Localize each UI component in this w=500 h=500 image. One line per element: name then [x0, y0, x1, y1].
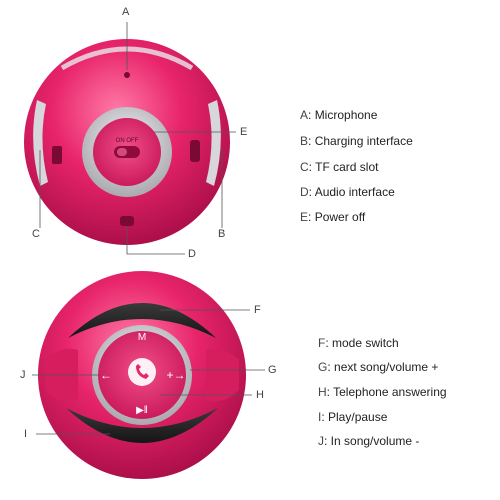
callout-d: D [188, 248, 196, 260]
legend-item-b: B: Charging interface [300, 134, 413, 148]
prev-button-glyph: ← [100, 368, 112, 382]
charging-port [190, 140, 200, 162]
callout-g: G [268, 364, 277, 376]
audio-port [120, 216, 134, 226]
phone-icon [136, 364, 149, 379]
legend-item-j: J: In song/volume - [318, 434, 420, 448]
legend-item-d: D: Audio interface [300, 185, 395, 199]
legend-item-a: A: Microphone [300, 108, 378, 122]
callout-h: H [256, 389, 264, 401]
play-pause-glyph: ▶ǁ [136, 405, 148, 416]
legend-item-h: H: Telephone answering [318, 385, 447, 399]
legend-item-f: F: mode switch [318, 336, 399, 350]
mode-button-glyph: M [138, 332, 146, 343]
callout-e: E [240, 126, 248, 138]
tf-card-slot [52, 146, 62, 164]
left-rim [33, 100, 48, 186]
callout-i: I [24, 428, 28, 440]
legend-item-c: C: TF card slot [300, 160, 379, 174]
top-leader-lines [39, 22, 236, 255]
next-button-glyph: +→ [166, 368, 185, 382]
bottom-speaker: M ← +→ ▶ǁ [38, 271, 246, 479]
callout-j: J [20, 369, 26, 381]
legend-item-i: I: Play/pause [318, 410, 388, 424]
bottom-leader-lines [32, 309, 265, 435]
callout-c: C [32, 228, 40, 240]
legend-item-e: E: Power off [300, 210, 366, 224]
top-grille [68, 303, 216, 338]
right-rim [206, 100, 221, 186]
microphone-hole [124, 72, 130, 78]
switch-label: ON OFF [116, 138, 139, 144]
callout-a: A [122, 6, 130, 18]
phone-button [128, 358, 156, 386]
callout-b: B [218, 228, 226, 240]
top-speaker: ON OFF [24, 39, 230, 245]
callout-f: F [254, 304, 261, 316]
legend-item-g: G: next song/volume + [318, 360, 439, 374]
